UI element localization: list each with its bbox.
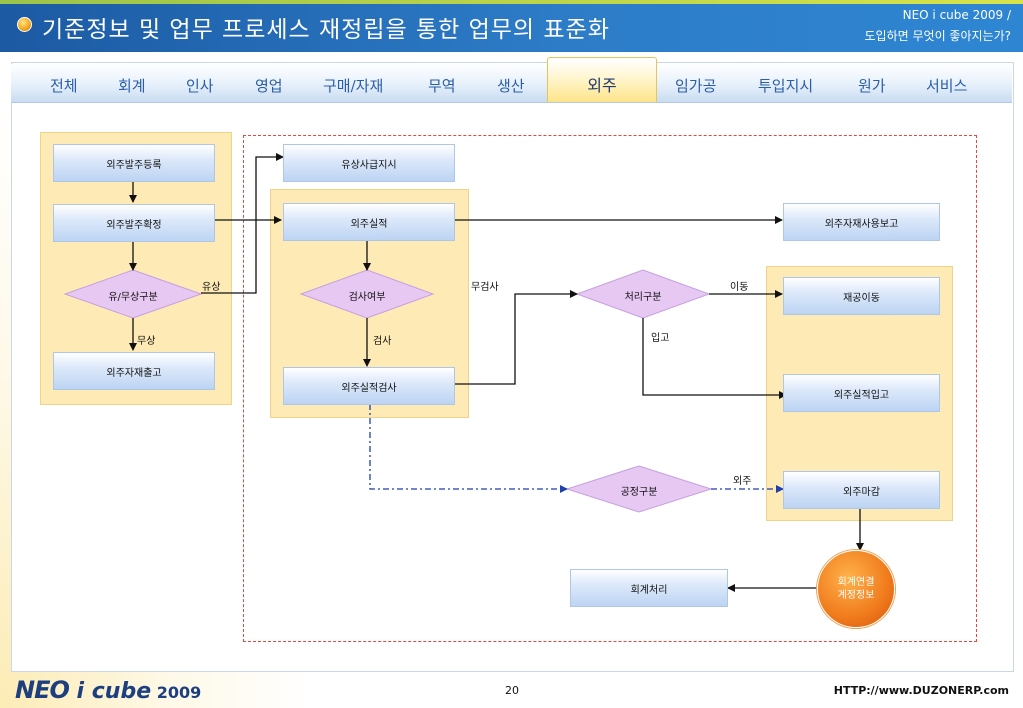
tab-outsourcing-label: 외주 (587, 76, 617, 95)
node-order-register[interactable]: 외주발주등록 (53, 144, 215, 182)
brand-line-1: NEO i cube 2009 / (902, 8, 1011, 22)
tab-production[interactable]: 생산 (497, 77, 525, 95)
decision-process-type-label: 공정구분 (620, 487, 658, 498)
tab-accounting[interactable]: 회계 (118, 77, 146, 95)
page-number: 20 (505, 684, 519, 697)
edge-label-outsourcing: 외주 (733, 476, 752, 487)
accounting-link-line-2: 계정정보 (837, 590, 875, 601)
tab-input-order[interactable]: 투입지시 (758, 77, 814, 95)
tab-hr[interactable]: 인사 (186, 77, 214, 95)
neo-icube-logo: NEO i cube 2009 (15, 676, 201, 704)
edge-process-receipt (642, 318, 787, 399)
tab-all[interactable]: 전체 (50, 77, 78, 95)
logo-neo: NEO (15, 676, 70, 704)
edge-label-no-inspection: 무검사 (471, 282, 499, 293)
tab-outsourcing[interactable]: 외주 (547, 57, 657, 102)
node-accounting-link[interactable]: 회계연결 계정정보 (817, 550, 895, 628)
logo-icube: i cube (68, 679, 152, 704)
decision-paid-free-label: 유/무상구분 (108, 292, 158, 303)
node-accounting-processing[interactable]: 회계처리 (570, 569, 728, 607)
node-result-receipt[interactable]: 외주실적입고 (783, 374, 940, 412)
title-bullet-icon (17, 17, 32, 32)
tab-purchase-material[interactable]: 구매/자재 (323, 77, 384, 95)
decision-process-label: 처리구분 (624, 292, 662, 303)
accounting-link-line-1: 회계연결 (837, 577, 875, 588)
edge-label-inspection: 검사 (373, 336, 392, 347)
edge-split-paid-supply (201, 153, 284, 294)
outsourcing-process-boundary (243, 135, 977, 642)
decision-inspection-label: 검사여부 (348, 292, 386, 303)
edge-label-receipt: 입고 (651, 333, 670, 344)
footer-url[interactable]: HTTP://www.DUZONERP.com (833, 684, 1009, 697)
node-material-issue[interactable]: 외주자재출고 (53, 352, 215, 390)
tab-cost[interactable]: 원가 (858, 77, 886, 95)
edge-label-free: 무상 (137, 336, 156, 347)
top-accent-band (0, 0, 1023, 4)
node-wip-transfer[interactable]: 재공이동 (783, 277, 940, 315)
node-outsourcing-close[interactable]: 외주마감 (783, 471, 940, 509)
page-title: 기준정보 및 업무 프로세스 재정립을 통한 업무의 표준화 (42, 17, 610, 43)
node-result-inspection[interactable]: 외주실적검사 (283, 367, 455, 405)
tab-contract-processing[interactable]: 임가공 (675, 77, 717, 95)
node-paid-supply-order[interactable]: 유상사급지시 (283, 144, 455, 182)
edge-check-process (454, 290, 578, 385)
node-order-confirm[interactable]: 외주발주확정 (53, 204, 215, 242)
brand-line-2: 도입하면 무엇이 좋아지는가? (864, 29, 1011, 43)
tab-service[interactable]: 서비스 (926, 77, 968, 95)
node-outsourcing-result[interactable]: 외주실적 (283, 203, 455, 241)
edge-label-transfer: 이동 (730, 282, 749, 293)
tab-trade[interactable]: 무역 (428, 77, 456, 95)
node-material-usage-report[interactable]: 외주자재사용보고 (783, 203, 940, 241)
edge-check-process-type (369, 404, 568, 493)
logo-year: 2009 (151, 683, 202, 702)
edge-label-paid: 유상 (202, 282, 221, 293)
decision-process-type-shape (565, 465, 713, 513)
module-tab-bar (11, 64, 1012, 103)
tab-sales[interactable]: 영업 (255, 77, 283, 95)
title-bar: 기준정보 및 업무 프로세스 재정립을 통한 업무의 표준화 NEO i cub… (0, 0, 1023, 52)
